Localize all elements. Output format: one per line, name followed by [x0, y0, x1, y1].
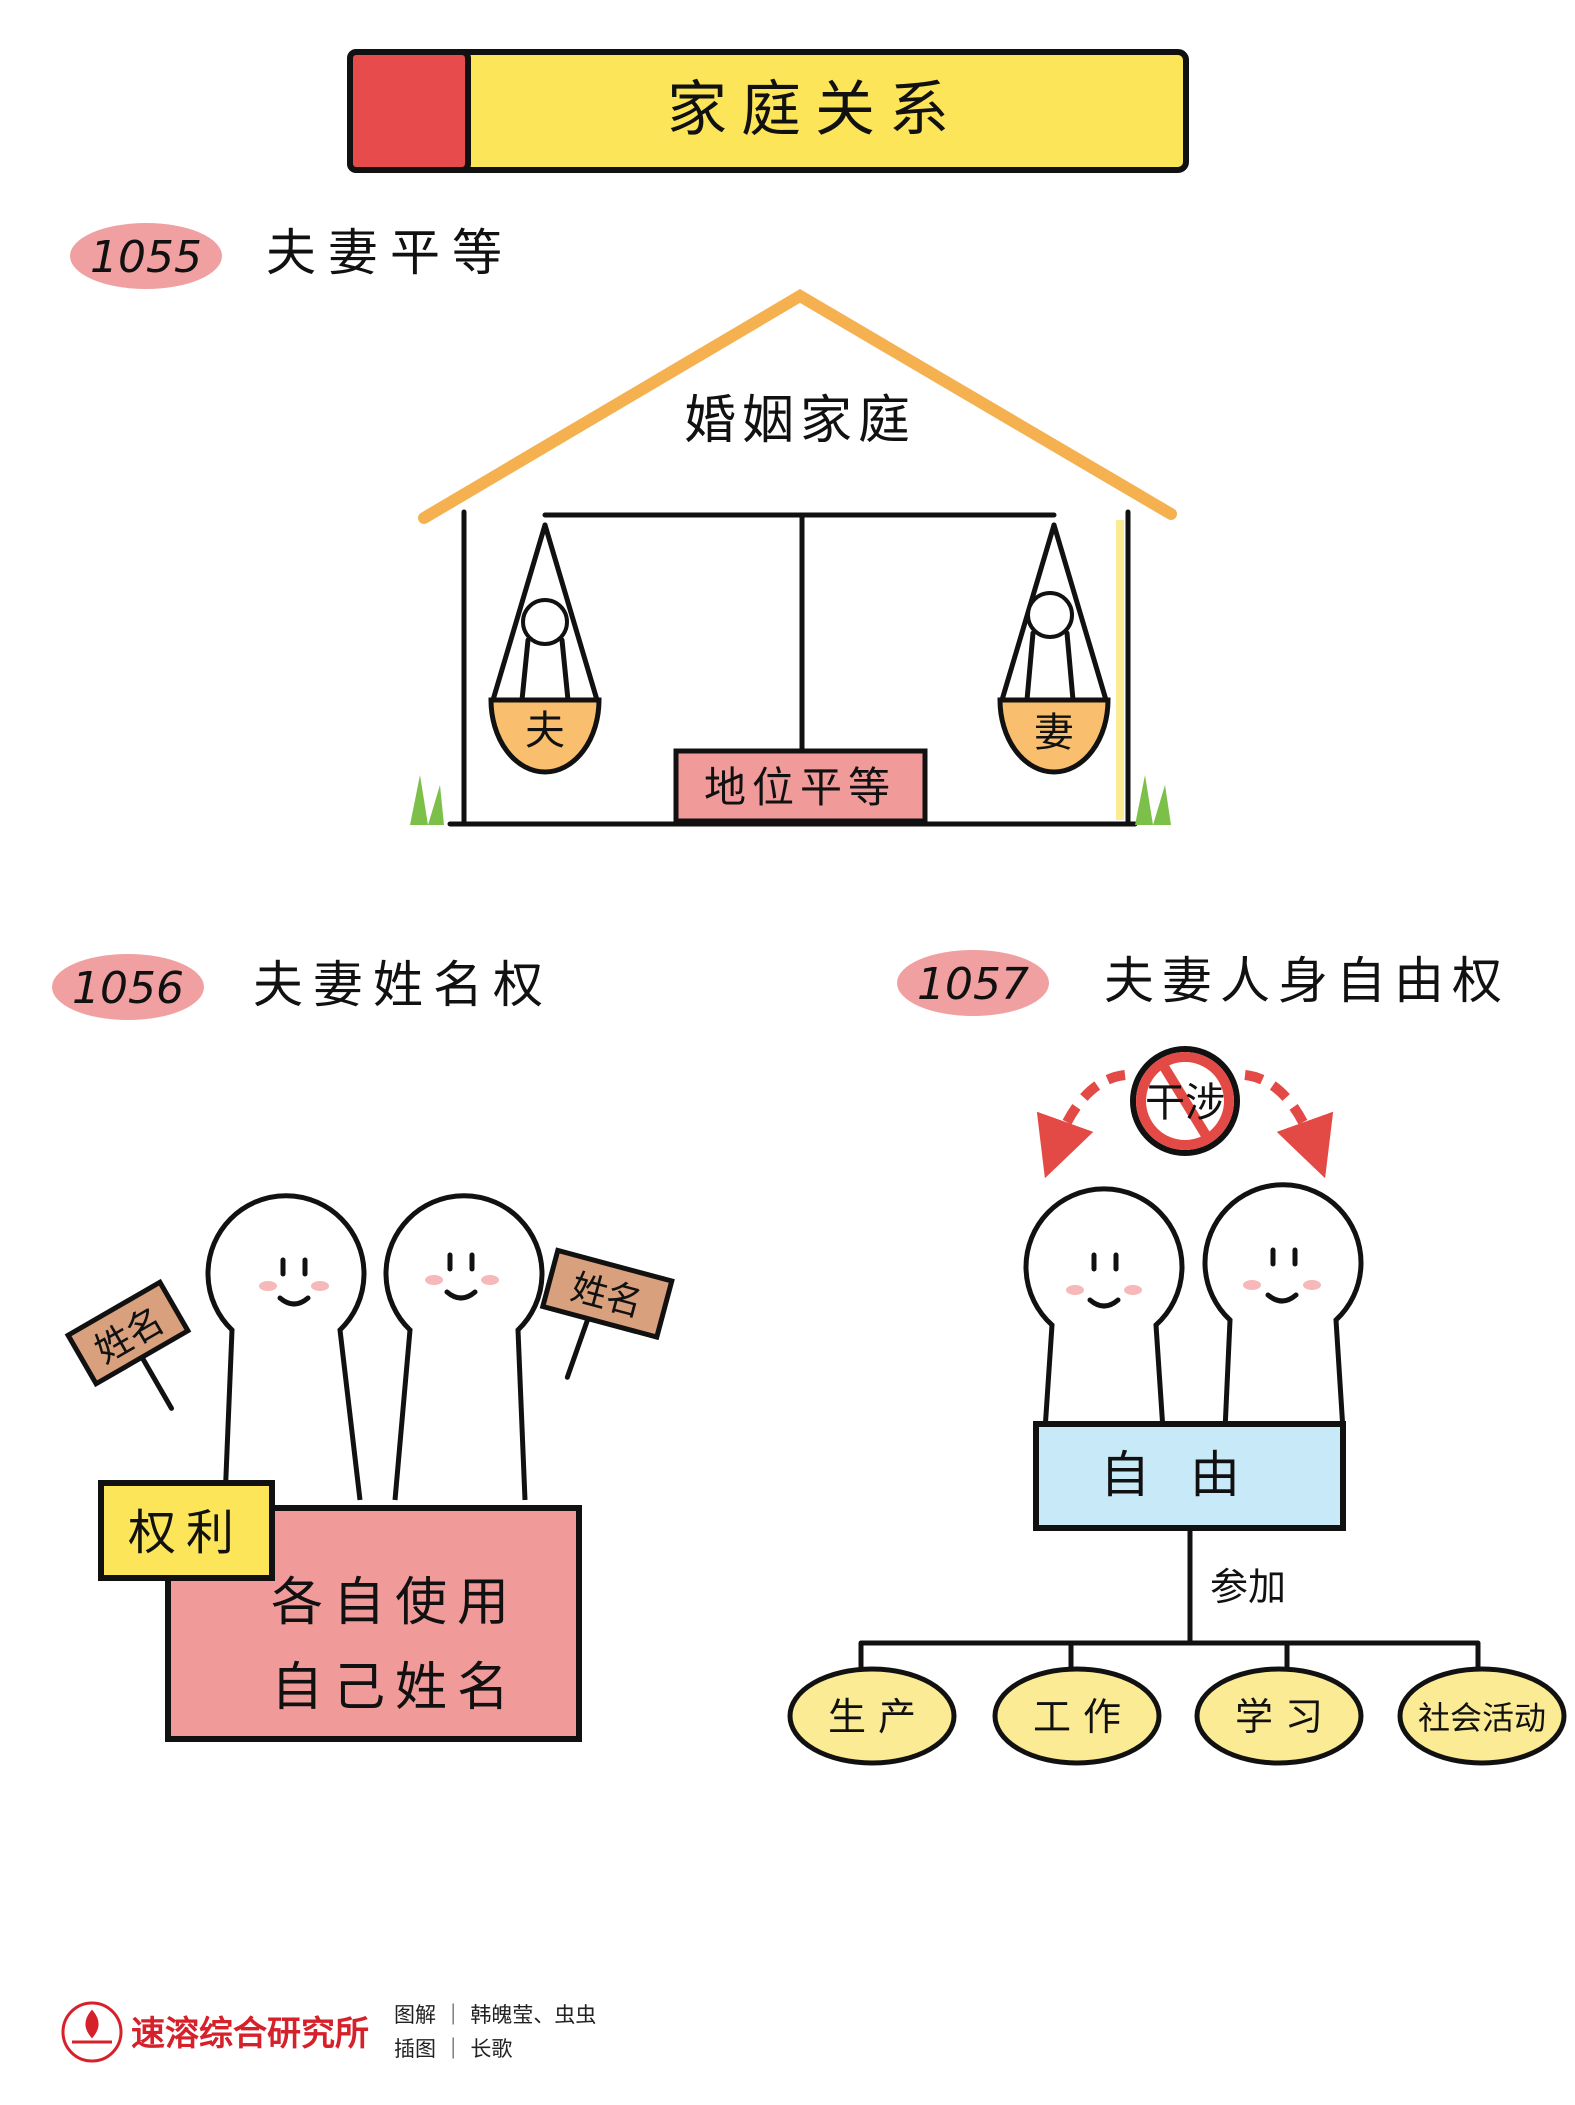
rights-tag [98, 1480, 275, 1581]
activity-oval: 生 产 [787, 1666, 957, 1766]
svg-text:干涉: 干涉 [1145, 1080, 1225, 1126]
article-badge [897, 950, 1049, 1016]
section-1057: 1057 夫妻人身自由权 干涉 自由 参加 生 产 工 作 学 习 社会活动 [787, 950, 1567, 1766]
section-heading: 夫妻姓名权 [253, 956, 553, 1014]
credit-diagram: 图解 ｜ 韩魄莹、虫虫 [394, 2003, 596, 2027]
left-basket: 夫 [488, 522, 602, 775]
svg-text:地位平等: 地位平等 [704, 763, 896, 812]
svg-text:妻: 妻 [1034, 710, 1074, 756]
section-heading: 夫妻平等 [266, 224, 514, 282]
svg-text:权利: 权利 [128, 1505, 244, 1561]
svg-text:夫: 夫 [525, 708, 565, 754]
credit-illustration: 插图 ｜ 长歌 [394, 2037, 512, 2061]
link-label: 参加 [1210, 1565, 1286, 1609]
section-heading: 夫妻人身自由权 [1104, 952, 1510, 1010]
svg-text:社会活动: 社会活动 [1418, 1699, 1546, 1737]
article-badge [52, 954, 204, 1020]
svg-text:自由: 自由 [1100, 1446, 1280, 1504]
title-banner: 家庭关系 [347, 49, 1189, 173]
article-number: 1055 [90, 232, 202, 283]
roof [418, 289, 1177, 524]
person-right [1202, 1182, 1364, 1431]
house-label: 婚姻家庭 [684, 391, 916, 451]
activity-oval: 工 作 [992, 1666, 1162, 1766]
activity-oval: 社会活动 [1397, 1666, 1567, 1766]
arrow-right-icon [1244, 1070, 1334, 1179]
arrow-left-icon [1036, 1070, 1126, 1179]
article-number: 1057 [917, 959, 1029, 1010]
svg-text:工 作: 工 作 [1033, 1695, 1121, 1739]
right-basket: 妻 [997, 522, 1111, 775]
equality-sign [673, 748, 928, 824]
freedom-box [1033, 1421, 1346, 1531]
activity-oval: 学 习 [1194, 1666, 1364, 1766]
footer: 速溶综合研究所 图解 ｜ 韩魄莹、虫虫 插图 ｜ 长歌 [61, 2001, 596, 2063]
person-icon [521, 598, 569, 646]
house-illustration: 婚姻家庭 夫 妻 地位平等 [410, 289, 1177, 827]
svg-text:生 产: 生 产 [828, 1695, 916, 1739]
svg-text:各自使用: 各自使用 [271, 1573, 519, 1633]
face [425, 1252, 499, 1301]
no-interference-icon: 干涉 [1130, 1046, 1240, 1156]
section-1056: 1056 夫妻姓名权 姓名 姓名 各自使用 自己姓名 权利 [52, 954, 675, 1742]
brand-name: 速溶综合研究所 [131, 2014, 369, 2054]
grass-icon [410, 775, 1171, 825]
name-sign-left: 姓名 [64, 1278, 192, 1411]
svg-text:学 习: 学 习 [1235, 1695, 1323, 1739]
person-icon [1026, 591, 1074, 639]
article-badge [70, 223, 222, 289]
page-title: 家庭关系 [667, 75, 963, 145]
section-1055: 1055 夫妻平等 婚姻家庭 夫 [70, 223, 1177, 827]
svg-text:自己姓名: 自己姓名 [271, 1658, 519, 1718]
face [259, 1257, 329, 1307]
name-sign-right: 姓名 [539, 1247, 675, 1380]
person-left [1023, 1186, 1185, 1431]
couple-illustration: 姓名 姓名 各自使用 自己姓名 权利 [64, 1193, 675, 1742]
article-number: 1056 [72, 963, 184, 1014]
